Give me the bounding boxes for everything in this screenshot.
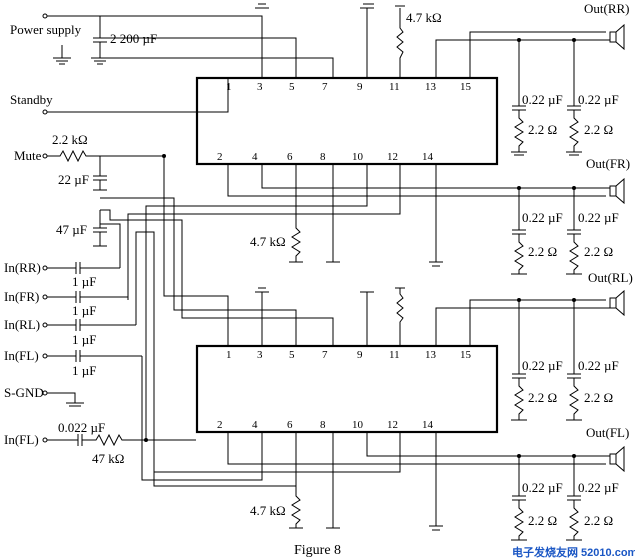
svg-text:3: 3 <box>257 81 263 93</box>
svg-text:4: 4 <box>252 151 258 163</box>
svg-text:9: 9 <box>357 81 363 93</box>
ic-top-upper-pins: 1 3 5 7 9 11 13 15 <box>226 81 472 93</box>
value-c-1u-fl: 1 µF <box>72 363 96 378</box>
ic-bottom <box>195 344 499 434</box>
label-out-fl: Out(FL) <box>586 425 629 440</box>
value-r-22: 2.2 Ω <box>528 513 557 528</box>
ic-bottom-upper-pins: 1 3 5 7 9 11 13 15 <box>226 349 472 361</box>
value-c-0022: 0.022 µF <box>58 420 105 435</box>
value-c-2200: 2 200 µF <box>110 31 157 46</box>
ic-top <box>195 76 499 166</box>
svg-text:3: 3 <box>257 349 263 361</box>
svg-text:7: 7 <box>322 81 328 93</box>
value-r-22: 2.2 Ω <box>528 390 557 405</box>
svg-text:6: 6 <box>287 419 293 431</box>
value-r-22: 2.2 Ω <box>528 122 557 137</box>
value-r-4k7-mid: 4.7 kΩ <box>250 234 286 249</box>
svg-text:7: 7 <box>322 349 328 361</box>
svg-text:2: 2 <box>217 151 223 163</box>
value-r-22: 2.2 Ω <box>584 390 613 405</box>
value-r-22: 2.2 Ω <box>584 122 613 137</box>
label-in-fr: In(FR) <box>4 289 39 304</box>
figure-caption: Figure 8 <box>294 543 341 558</box>
speaker-fr <box>609 177 625 205</box>
value-r-22: 2.2 Ω <box>528 244 557 259</box>
svg-text:10: 10 <box>352 151 364 163</box>
value-c-22: 22 µF <box>58 172 89 187</box>
zobel-fl <box>511 456 582 541</box>
value-c-47: 47 µF <box>56 222 87 237</box>
input-caps <box>42 262 142 362</box>
value-r-22: 2.2 Ω <box>584 244 613 259</box>
watermark: 电子发烧友网 52010.com <box>512 545 635 559</box>
svg-text:15: 15 <box>460 349 472 361</box>
zobel-rr <box>511 40 582 156</box>
label-in-fl-2: In(FL) <box>4 432 39 447</box>
value-r-4k7-top: 4.7 kΩ <box>406 10 442 25</box>
label-s-gnd: S-GND <box>4 385 44 400</box>
svg-text:1: 1 <box>226 81 232 93</box>
label-in-rr: In(RR) <box>4 260 41 275</box>
label-standby: Standby <box>10 92 53 107</box>
speaker-rr <box>609 23 625 51</box>
label-out-rr: Out(RR) <box>584 1 630 16</box>
label-mute: Mute <box>14 148 42 163</box>
value-c-022: 0.22 µF <box>522 358 563 373</box>
ic-bottom-lower-pins: 2 4 6 8 10 12 14 <box>217 419 434 431</box>
value-r-4k7-bot: 4.7 kΩ <box>250 503 286 518</box>
svg-text:8: 8 <box>320 419 326 431</box>
value-c-022: 0.22 µF <box>578 210 619 225</box>
value-c-1u-rl: 1 µF <box>72 332 96 347</box>
value-c-022: 0.22 µF <box>522 480 563 495</box>
svg-text:12: 12 <box>387 151 398 163</box>
s-gnd <box>42 390 84 407</box>
label-in-rl: In(RL) <box>4 317 40 332</box>
ic-top-lower-pins: 2 4 6 8 10 12 14 <box>217 151 434 163</box>
value-r-47k: 47 kΩ <box>92 451 124 466</box>
svg-text:2: 2 <box>217 419 223 431</box>
svg-text:4: 4 <box>252 419 258 431</box>
power-supply-section <box>42 3 269 78</box>
value-c-022: 0.22 µF <box>578 480 619 495</box>
svg-text:11: 11 <box>389 349 400 361</box>
svg-text:13: 13 <box>425 349 437 361</box>
zobel-rl <box>511 300 582 421</box>
label-out-rl: Out(RL) <box>588 270 633 285</box>
svg-text:1: 1 <box>226 349 232 361</box>
svg-text:13: 13 <box>425 81 437 93</box>
value-c-022: 0.22 µF <box>522 92 563 107</box>
svg-text:9: 9 <box>357 349 363 361</box>
svg-text:8: 8 <box>320 151 326 163</box>
in-fl-rc <box>42 433 146 447</box>
label-out-fr: Out(FR) <box>586 156 630 171</box>
value-c-022: 0.22 µF <box>578 358 619 373</box>
label-power-supply: Power supply <box>10 22 82 37</box>
value-c-1u-fr: 1 µF <box>72 303 96 318</box>
zobel-fr <box>511 188 582 275</box>
svg-text:10: 10 <box>352 419 364 431</box>
value-c-1u-rr: 1 µF <box>72 274 96 289</box>
svg-text:15: 15 <box>460 81 472 93</box>
svg-text:5: 5 <box>289 81 295 93</box>
value-r-22: 2.2 Ω <box>584 513 613 528</box>
value-c-022: 0.22 µF <box>578 92 619 107</box>
svg-text:14: 14 <box>422 151 434 163</box>
value-c-022: 0.22 µF <box>522 210 563 225</box>
svg-text:6: 6 <box>287 151 293 163</box>
svg-text:14: 14 <box>422 419 434 431</box>
svg-text:12: 12 <box>387 419 398 431</box>
value-r-2k2: 2.2 kΩ <box>52 132 88 147</box>
svg-text:11: 11 <box>389 81 400 93</box>
label-in-fl: In(FL) <box>4 348 39 363</box>
svg-text:5: 5 <box>289 349 295 361</box>
speaker-rl <box>609 289 625 317</box>
speaker-fl <box>609 445 625 473</box>
